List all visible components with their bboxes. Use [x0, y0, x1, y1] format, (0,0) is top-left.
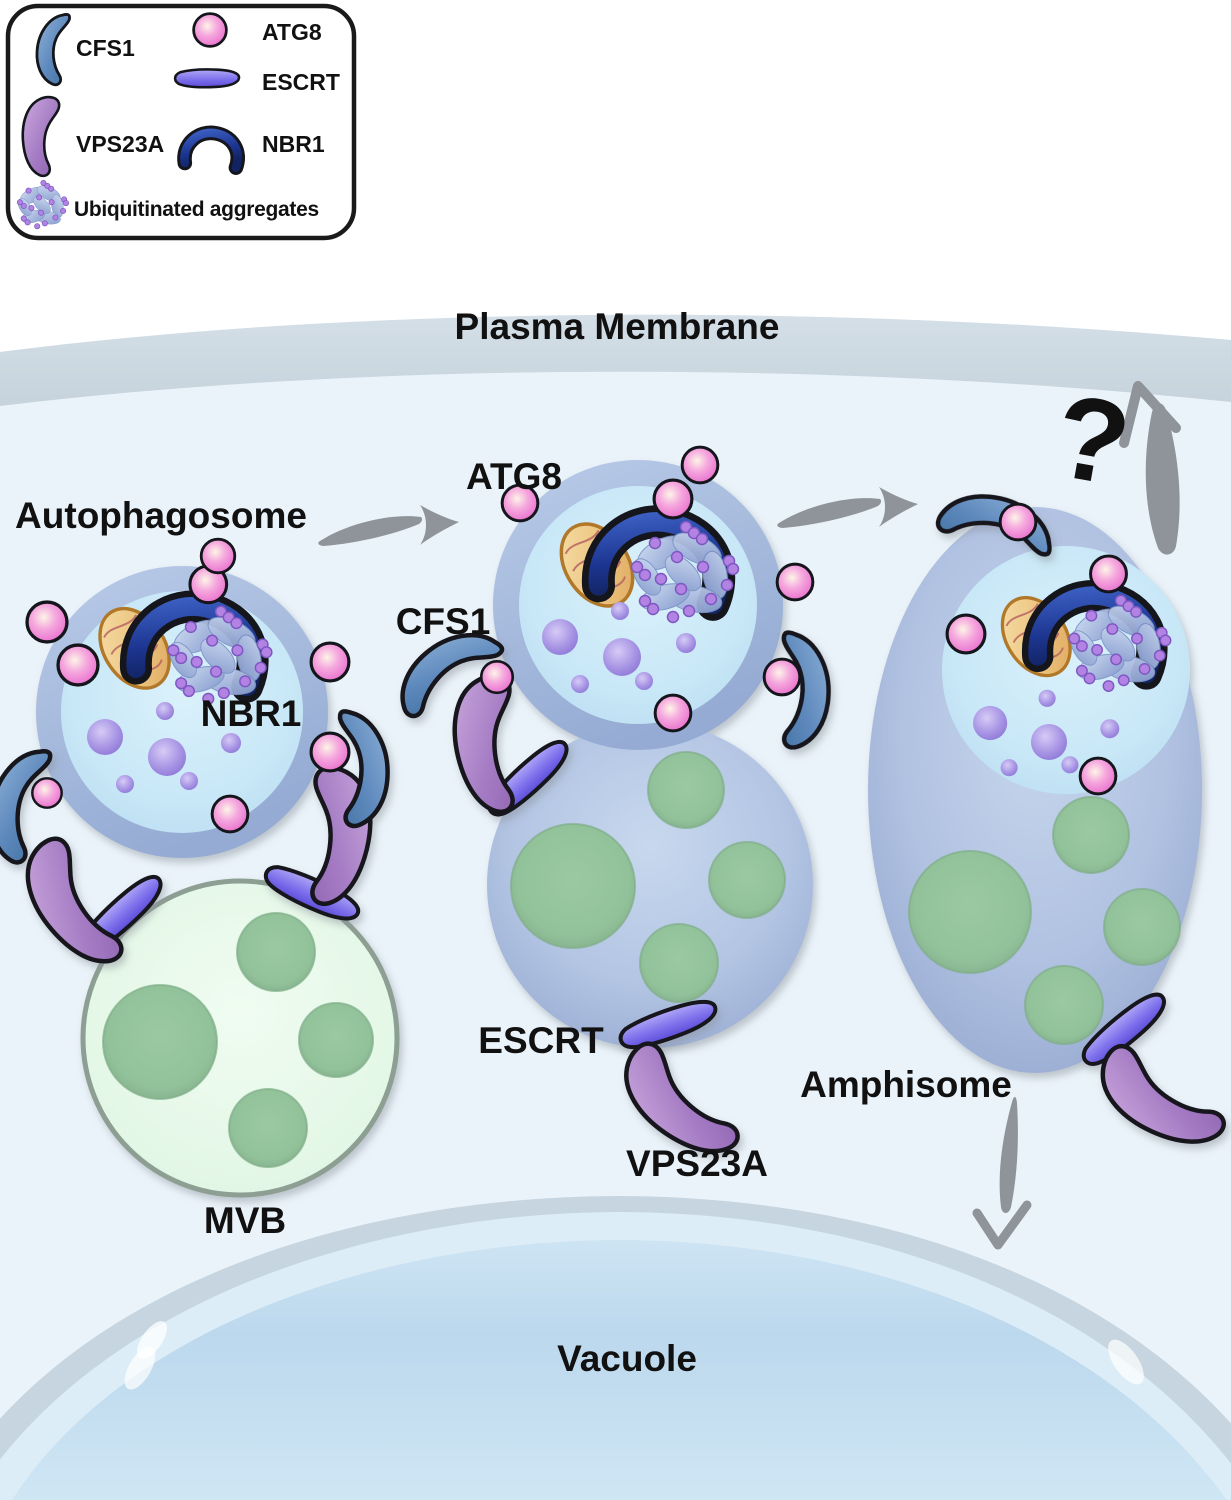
legend-box — [5, 3, 357, 241]
mvb-label: MVB — [204, 1200, 286, 1241]
arrow-to-vacuole — [972, 1096, 1032, 1250]
autophagosome-label: Autophagosome — [15, 495, 307, 536]
atg8-icon — [680, 445, 720, 485]
legend-item-cfs1: CFS1 — [35, 13, 135, 87]
fusion-intraluminal-vesicles — [510, 751, 786, 1003]
vacuole-lumen — [12, 1240, 1227, 1500]
fusion-mvb-body — [487, 722, 813, 1048]
legend-item-vps23a: VPS23A — [21, 95, 164, 178]
diagram-labels: Plasma Membrane Autophagosome ATG8 CFS1 … — [15, 306, 1012, 1379]
legend-label: Ubiquitinated aggregates — [74, 198, 319, 221]
atg8-icon — [56, 643, 100, 687]
nbr1-label: NBR1 — [201, 693, 302, 734]
mvb-intraluminal-vesicles — [102, 912, 374, 1168]
legend-label: ESCRT — [262, 69, 340, 95]
amphisome-intraluminal-vesicles — [908, 796, 1181, 1045]
atg8-icon — [479, 659, 515, 695]
vacuole — [0, 1196, 1231, 1500]
legend-item-nbr1: NBR1 — [184, 131, 325, 168]
legend-item-atg8: ATG8 — [192, 12, 322, 48]
atg8-icon — [199, 537, 237, 575]
vacuole-highlights — [124, 1321, 1144, 1390]
atg8-icon — [309, 641, 351, 683]
legend-item-escrt: ESCRT — [173, 68, 340, 95]
legend-item-ubiquitinated-aggregates: Ubiquitinated aggregates — [14, 180, 319, 230]
legend-label: VPS23A — [76, 131, 164, 157]
amphisome-body — [868, 507, 1202, 1073]
amphisome-label: Amphisome — [800, 1064, 1012, 1105]
atg8-icon — [1078, 756, 1118, 796]
atg8-icon — [653, 693, 693, 733]
legend: CFS1 ATG8 VPS23A ESCRT NBR1 Ubiquitinate… — [5, 3, 357, 241]
atg8-icon — [25, 600, 69, 644]
atg8-icon — [775, 562, 815, 602]
atg8-icon — [192, 12, 228, 48]
cfs1-label: CFS1 — [396, 601, 491, 642]
legend-label: CFS1 — [76, 35, 135, 61]
mvb — [80, 878, 400, 1198]
escrt-icon — [173, 68, 241, 89]
vacuole-label: Vacuole — [557, 1338, 697, 1379]
plasma-membrane-label: Plasma Membrane — [455, 306, 780, 347]
atg8-icon — [309, 731, 351, 773]
arrow-secretion-up — [1119, 381, 1181, 555]
legend-label: NBR1 — [262, 131, 325, 157]
atg8-label: ATG8 — [466, 456, 562, 497]
atg8-icon — [31, 777, 63, 809]
atg8-icon — [998, 502, 1038, 542]
atg8-icon — [762, 657, 802, 697]
vps23a-label: VPS23A — [626, 1143, 768, 1184]
atg8-icon — [945, 613, 987, 655]
atg8-icon — [210, 794, 250, 834]
plasma-membrane-band — [0, 314, 1231, 406]
mvb-body — [80, 878, 400, 1198]
escrt-label: ESCRT — [478, 1020, 604, 1061]
legend-label: ATG8 — [262, 19, 322, 45]
